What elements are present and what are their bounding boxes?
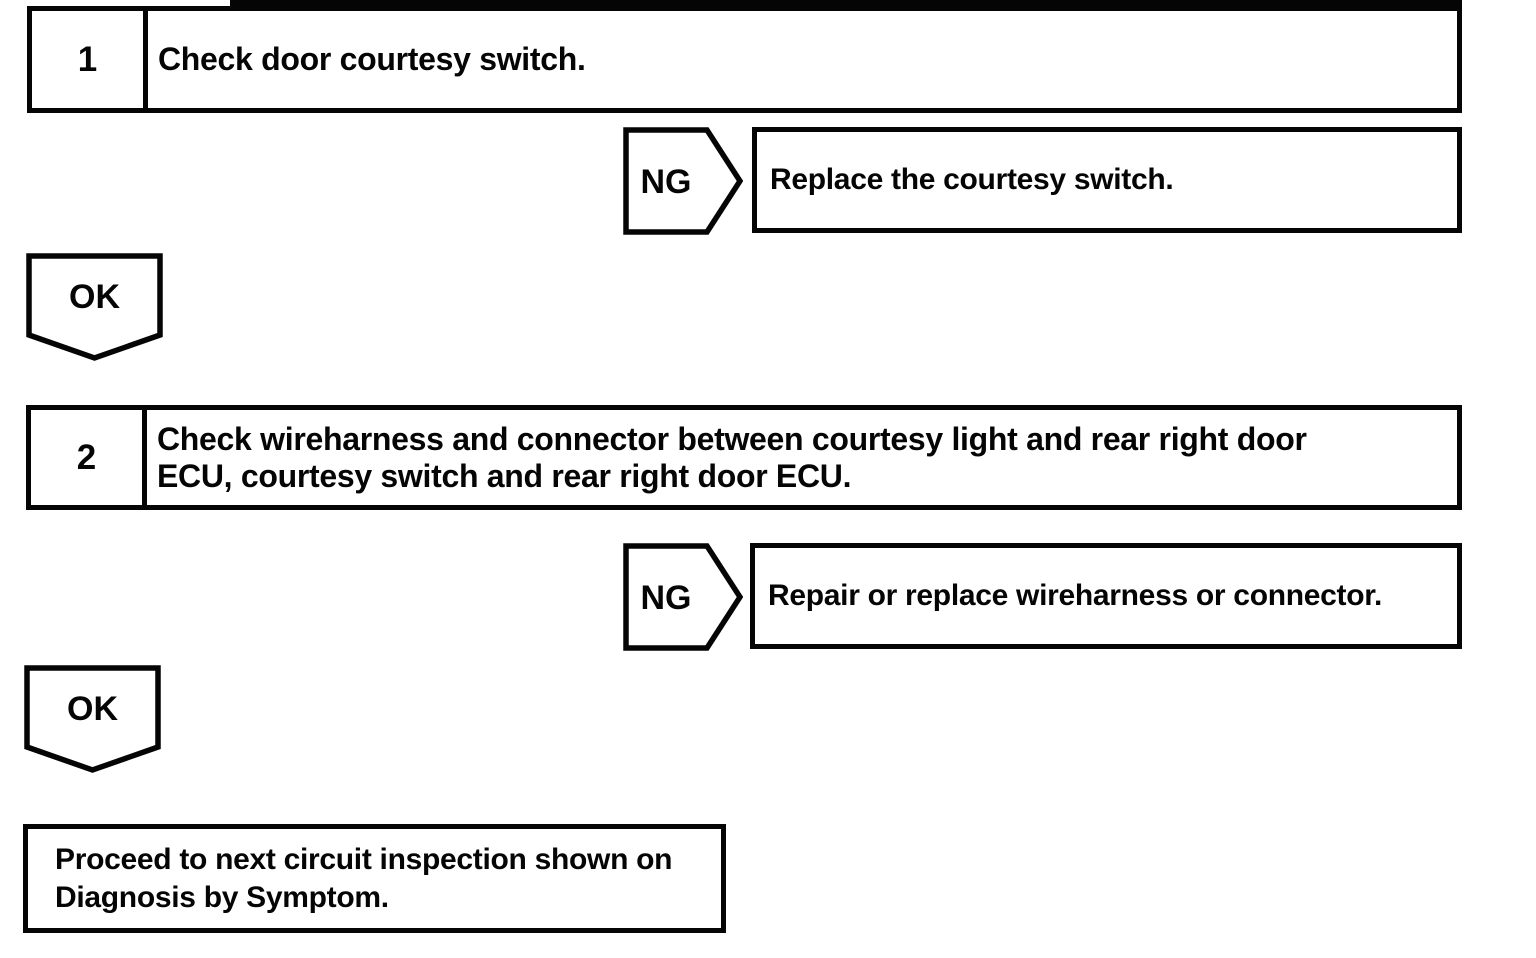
step-2-ng-result-text: Repair or replace wireharness or connect… bbox=[768, 579, 1383, 612]
step-1-box: 1 Check door courtesy switch. bbox=[27, 6, 1462, 113]
ok-label: OK bbox=[69, 278, 120, 316]
ok-arrow-icon: OK bbox=[26, 253, 163, 361]
ng-label: NG bbox=[641, 579, 692, 617]
step-1-number: 1 bbox=[32, 11, 148, 108]
ok-arrow-icon: OK bbox=[24, 665, 161, 773]
ng-pentagon-shape bbox=[623, 543, 743, 651]
ng-label: NG bbox=[641, 163, 692, 201]
step-1-ng-result-text: Replace the courtesy switch. bbox=[770, 163, 1174, 196]
ok-label: OK bbox=[67, 690, 118, 728]
step-2-number: 2 bbox=[31, 410, 147, 505]
ng-pentagon-shape bbox=[623, 127, 743, 235]
step-2-ng-result-box: Repair or replace wireharness or connect… bbox=[750, 543, 1462, 649]
step-1-instruction: Check door courtesy switch. bbox=[158, 41, 586, 77]
ok-pentagon-shape bbox=[26, 253, 163, 361]
ok-pentagon-shape bbox=[24, 665, 161, 773]
ng-arrow-icon: NG bbox=[623, 127, 743, 235]
top-cutoff-rule bbox=[230, 0, 1462, 7]
step-1-ng-result-box: Replace the courtesy switch. bbox=[752, 127, 1462, 233]
step-2-box: 2 Check wireharness and connector betwee… bbox=[26, 405, 1462, 510]
ng-arrow-icon: NG bbox=[623, 543, 743, 651]
final-action-box: Proceed to next circuit inspection shown… bbox=[23, 824, 726, 933]
final-action-text: Proceed to next circuit inspection shown… bbox=[55, 842, 673, 914]
step-2-instruction: Check wireharness and connector between … bbox=[157, 420, 1307, 494]
